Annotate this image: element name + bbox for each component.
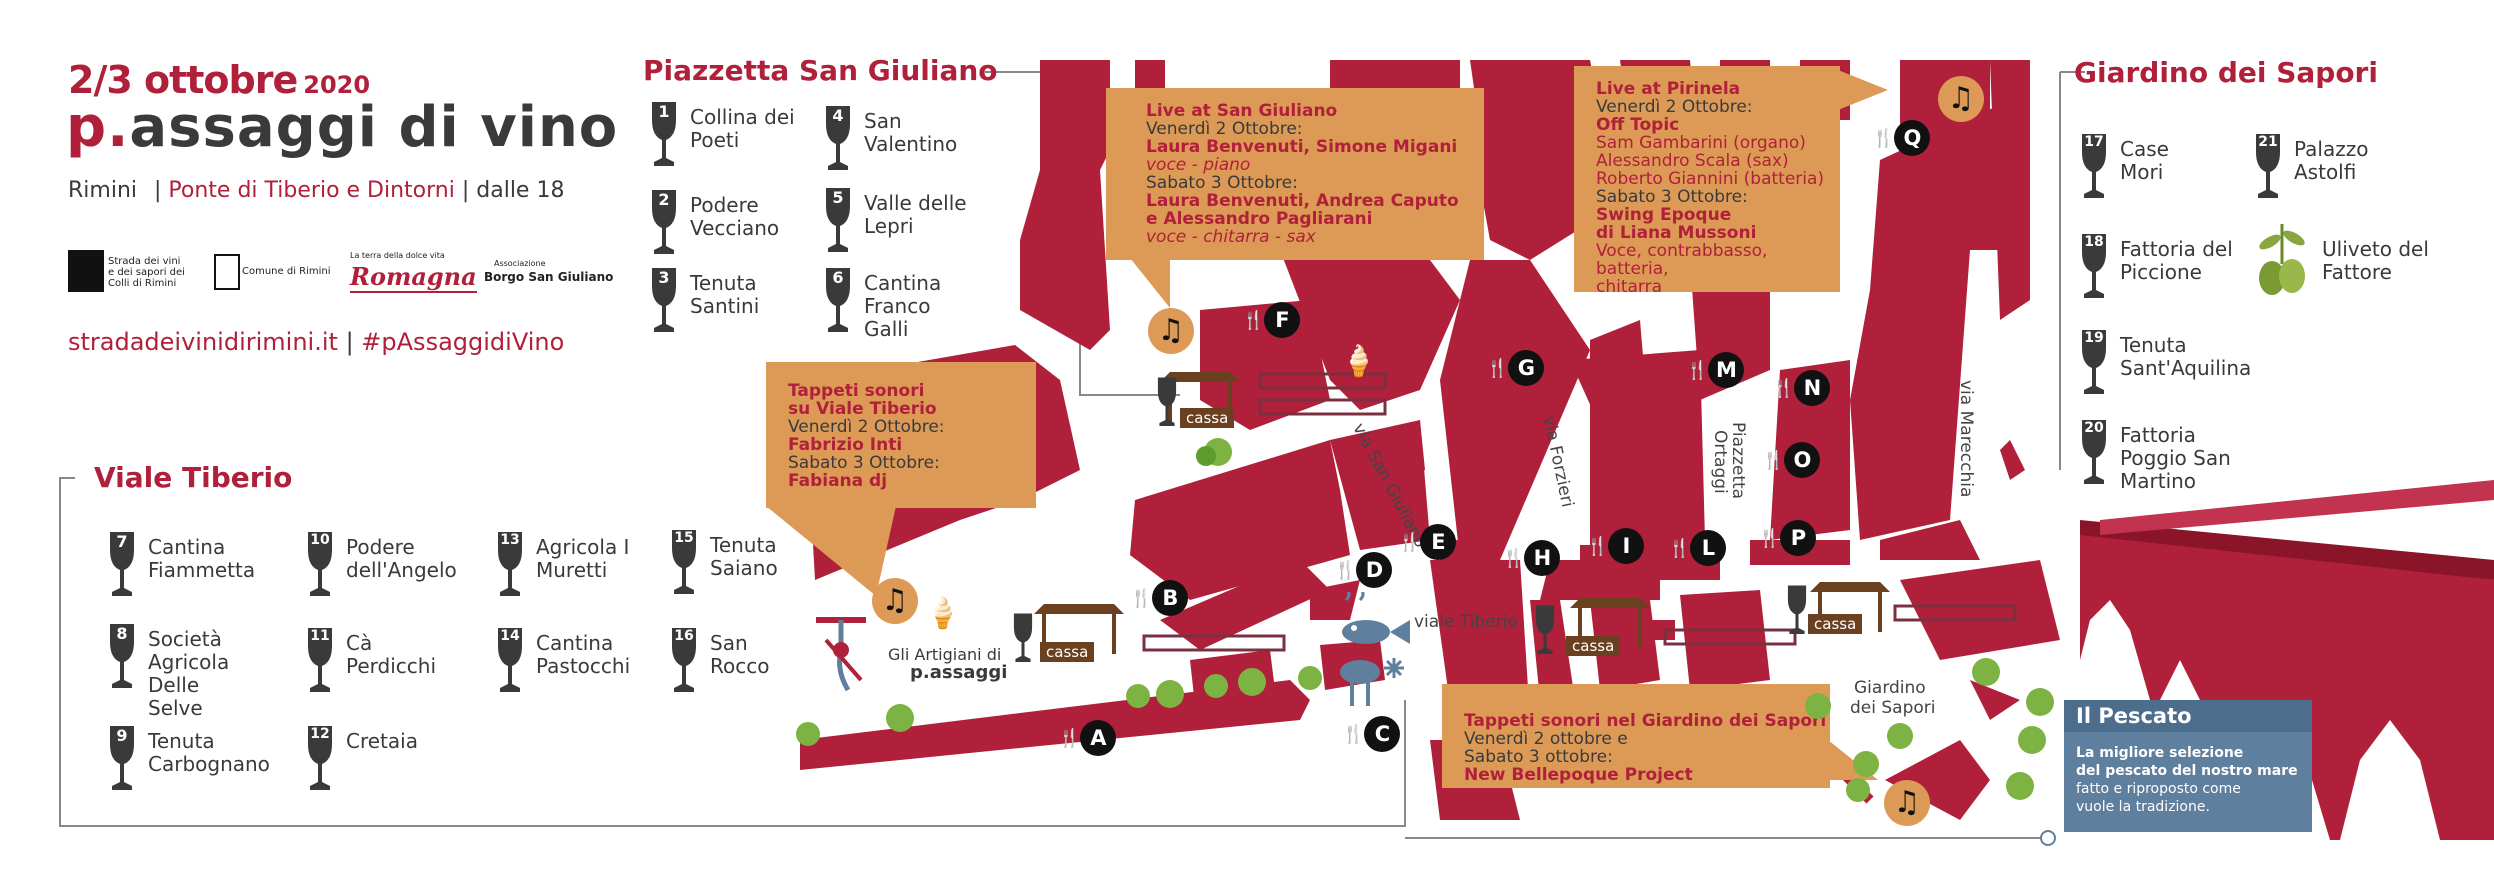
marker-f[interactable]: 🍴F (1242, 302, 1301, 338)
fork-knife-icon: 🍴 (1058, 727, 1081, 749)
winery-12: 12 Cretaia (306, 724, 456, 790)
winery-16: 16 San Rocco (670, 626, 790, 692)
fork-knife-icon: 🍴 (1762, 449, 1785, 471)
cassa-label: cassa (1808, 614, 1863, 634)
website-link[interactable]: stradadeivinidirimini.it (68, 328, 338, 356)
winery-17: 17 Case Mori (2080, 132, 2200, 198)
section-title-giardino: Giardino dei Sapori (2074, 56, 2378, 89)
winery-10: 10 Podere dell'Angelo (306, 530, 466, 596)
fork-knife-icon: 🍴 (1334, 559, 1357, 581)
marker-q[interactable]: 🍴Q (1872, 120, 1931, 156)
cassa-label: cassa (1180, 408, 1235, 428)
website-hashtag: stradadeivinidirimini.it | #pAssaggidiVi… (68, 328, 565, 356)
music-note-icon: ♫ (1884, 780, 1930, 826)
strada-logo-icon (68, 250, 104, 292)
marker-i[interactable]: 🍴I (1586, 528, 1645, 564)
gelato-icon: 🍦 (924, 596, 962, 631)
pescato-box: La migliore selezione del pescato del no… (2064, 732, 2312, 832)
olive-icon (2259, 224, 2305, 295)
section-title-piazzetta: Piazzetta San Giuliano (643, 54, 998, 87)
marker-b[interactable]: 🍴B (1130, 580, 1189, 616)
fork-knife-icon: 🍴 (1242, 309, 1265, 331)
fork-knife-icon: 🍴 (1342, 723, 1365, 745)
winery-7: 7 Cantina Fiammetta (108, 530, 268, 596)
music-note-icon: ♫ (872, 578, 918, 624)
marker-o[interactable]: 🍴O (1762, 442, 1821, 478)
event-live-san-giuliano: Live at San Giuliano Venerdì 2 Ottobre: … (1106, 88, 1484, 260)
winery-15: 15 Tenuta Saiano (670, 528, 800, 594)
borgo-logo-small: Associazione (494, 259, 546, 268)
winery-19: 19 Tenuta Sant'Aquilina (2080, 328, 2251, 394)
winery-4: 4 San Valentino (824, 104, 974, 170)
music-note-icon: ♫ (1148, 308, 1194, 354)
winery-9: 9 Tenuta Carbognano (108, 724, 278, 790)
winery-11: 11 Cà Perdicchi (306, 626, 456, 692)
winery-14: 14 Cantina Pastocchi (496, 626, 636, 692)
event-live-pirinela: Live at Pirinela Venerdì 2 Ottobre: Off … (1574, 66, 1840, 296)
fork-knife-icon: 🍴 (1130, 587, 1153, 609)
comune-logo-text: Comune di Rimini (242, 266, 331, 277)
artigiani-label: Gli Artigiani di p.assaggi (888, 645, 1008, 683)
romagna-logo: Romagna (350, 262, 477, 293)
romagna-logo-small: La terra della dolce vita (350, 251, 445, 260)
marker-d[interactable]: 🍴D (1334, 552, 1393, 588)
fork-knife-icon: 🍴 (1502, 547, 1525, 569)
event-tappeti-giardino: Tappeti sonori nel Giardino dei Sapori V… (1442, 684, 1830, 788)
winery-5: 5 Valle delle Lepri (824, 186, 974, 252)
marker-l[interactable]: 🍴L (1668, 530, 1727, 566)
fork-knife-icon: 🍴 (1398, 531, 1421, 553)
cassa-label: cassa (1040, 642, 1095, 662)
corkscrew-icon (816, 617, 866, 692)
winery-18: 18 Fattoria del Piccione (2080, 232, 2240, 298)
marker-h[interactable]: 🍴H (1502, 540, 1561, 576)
marker-n[interactable]: 🍴N (1772, 370, 1831, 406)
bridge-icon (2080, 480, 2494, 840)
marker-a[interactable]: 🍴A (1058, 720, 1117, 756)
winery-8: 8 Società Agricola Delle Selve (108, 622, 258, 720)
fork-knife-icon: 🍴 (1772, 377, 1795, 399)
event-tappeti-viale: Tappeti sonori su Viale Tiberio Venerdì … (766, 362, 1036, 508)
pescato-title-bar: Il Pescato (2064, 700, 2312, 732)
music-note-icon: ♫ (1938, 76, 1984, 122)
gelato-icon: 🍦 (1340, 344, 1378, 379)
fork-knife-icon: 🍴 (1586, 535, 1609, 557)
brand-title: p.assaggi di vino (66, 95, 619, 160)
winery-3: 3 Tenuta Santini (650, 266, 810, 332)
strada-logo-text: Strada dei vini e dei sapori dei Colli d… (108, 256, 185, 289)
hashtag: #pAssaggidiVino (361, 328, 565, 356)
event-subtitle: Rimini | Ponte di Tiberio e Dintorni | d… (68, 178, 565, 203)
cassa-label: cassa (1566, 636, 1621, 656)
winery-13: 13 Agricola I Muretti (496, 530, 636, 596)
fork-knife-icon: 🍴 (1486, 357, 1509, 379)
winery-6: 6 Cantina Franco Galli (824, 266, 954, 341)
comune-logo-icon (214, 254, 240, 290)
section-title-viale: Viale Tiberio (94, 461, 293, 494)
winery-21: 21 Palazzo Astolfi (2254, 132, 2384, 198)
uliveto: Uliveto del Fattore (2254, 224, 2432, 300)
winery-2: 2 Podere Vecciano (650, 188, 810, 254)
marker-c[interactable]: 🍴C (1342, 716, 1401, 752)
fork-knife-icon: 🍴 (1758, 527, 1781, 549)
winery-20: 20 Fattoria Poggio San Martino (2080, 418, 2240, 493)
fork-knife-icon: 🍴 (1686, 359, 1709, 381)
fork-knife-icon: 🍴 (1872, 127, 1895, 149)
cassa-stand-icon (1570, 598, 1797, 648)
cassa-stand-icon (1034, 604, 1286, 654)
fork-knife-icon: 🍴 (1668, 537, 1691, 559)
marker-p[interactable]: 🍴P (1758, 520, 1817, 556)
marker-m[interactable]: 🍴M (1686, 352, 1745, 388)
fish-icon (1340, 592, 1410, 706)
marker-e[interactable]: 🍴E (1398, 524, 1457, 560)
marker-g[interactable]: 🍴G (1486, 350, 1545, 386)
winery-1: 1 Collina dei Poeti (650, 100, 810, 166)
cassa-stand-icon (1810, 582, 2017, 632)
borgo-logo: Borgo San Giuliano (484, 270, 614, 284)
street-viale-tiberio: viale Tiberio (1414, 612, 1518, 632)
